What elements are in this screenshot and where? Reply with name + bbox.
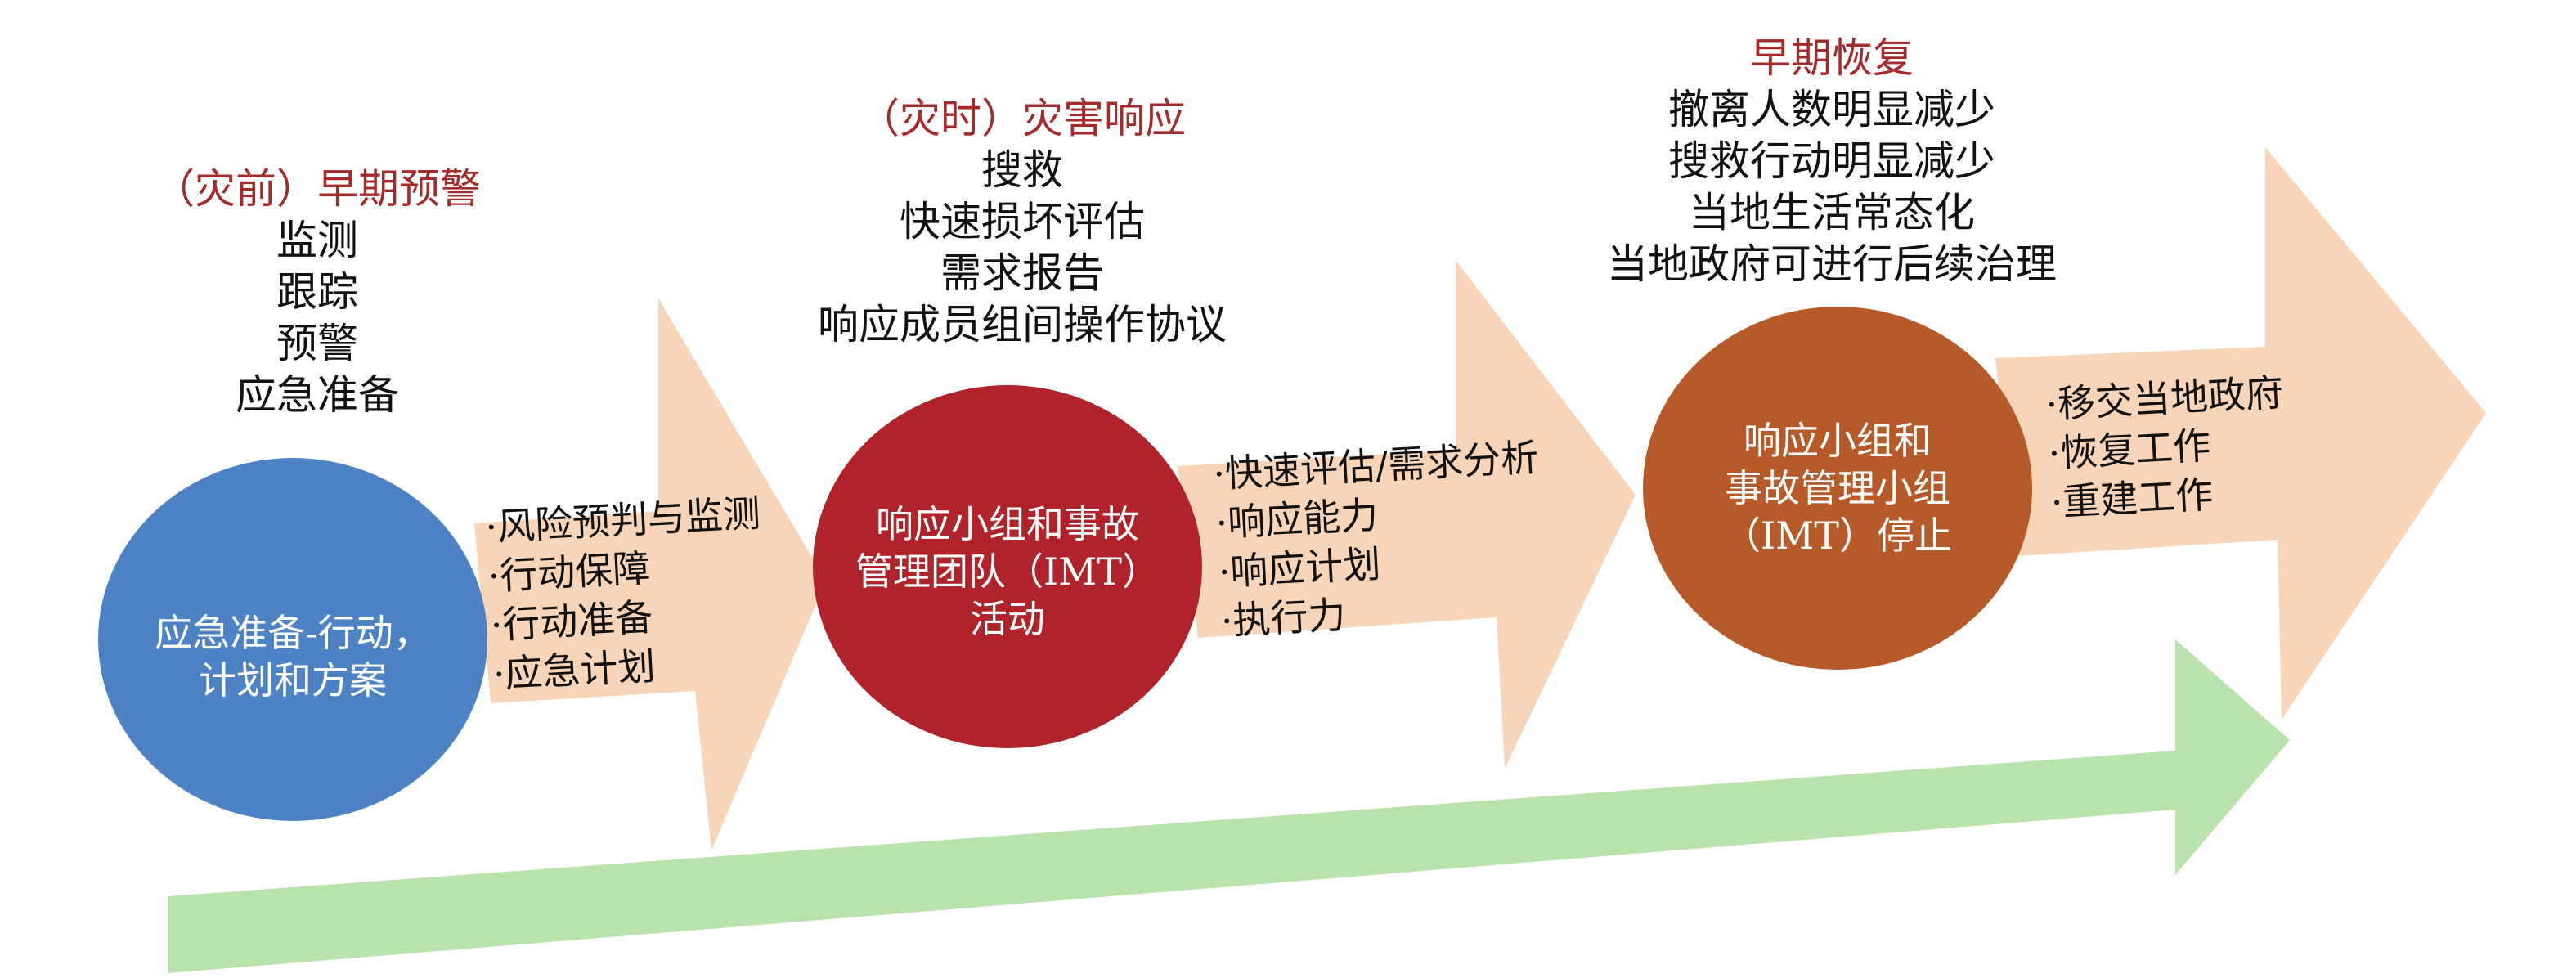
phase-line: 监测	[276, 217, 358, 264]
phase-line: 当地政府可进行后续治理	[1607, 240, 2057, 288]
timeline-arrow	[168, 639, 2290, 973]
circle-label-line: 管理团队（IMT）	[855, 550, 1160, 594]
circle-label-line: 计划和方案	[199, 658, 387, 702]
stage-circle-recovery	[1643, 307, 2032, 670]
circle-label-line: 应急准备-行动，	[155, 611, 431, 655]
circle-label-line: （IMT）停止	[1723, 514, 1952, 558]
phase-line: 撤离人数明显减少	[1668, 86, 1995, 133]
stage-arrow-2	[1178, 260, 1636, 769]
phase-line: 需求报告	[940, 249, 1104, 297]
arrow-bullets-response: ·快速评估/需求分析 ·响应能力 ·响应计划 ·执行力	[1212, 433, 1547, 646]
circle-label-line: 响应小组和事故	[876, 502, 1139, 546]
phase-title: 早期恢复	[1750, 34, 1914, 82]
circle-label-recovery: 响应小组和 事故管理小组 （IMT）停止	[1682, 417, 1993, 559]
phase-line: 搜救	[981, 146, 1063, 194]
stage-circle-response	[813, 385, 1202, 748]
phase-line: 预警	[276, 320, 358, 367]
circle-label-line: 活动	[970, 597, 1045, 641]
stage-arrow-3	[1995, 147, 2486, 720]
phase-line: 快速损坏评估	[900, 198, 1145, 245]
arrow-bullets-recovery: ·移交当地政府 ·恢复工作 ·重建工作	[2044, 368, 2290, 527]
phase-line: 应急准备	[236, 371, 399, 419]
circle-label-response: 响应小组和事故 管理团队（IMT） 活动	[844, 500, 1171, 643]
phase-block-early-recovery: 早期恢复 撤离人数明显减少 搜救行动明显减少 当地生活常态化 当地政府可进行后续…	[1546, 33, 2118, 290]
phase-line: 跟踪	[276, 268, 358, 316]
stage-arrow-1	[474, 298, 826, 850]
phase-line: 搜救行动明显减少	[1668, 137, 1995, 185]
arrow-bullets-prepare: ·风险预判与监测 ·行动保障 ·行动准备 ·应急计划	[484, 488, 770, 698]
phase-block-disaster-response: （灾时）灾害响应 搜救 快速损坏评估 需求报告 响应成员组间操作协议	[785, 93, 1259, 351]
circle-label-prepare: 应急准备-行动， 计划和方案	[129, 609, 456, 704]
phase-title: （灾时）灾害响应	[859, 95, 1186, 142]
stage-circle-prepare	[98, 458, 487, 821]
circle-label-line: 事故管理小组	[1725, 466, 1950, 510]
circle-label-line: 响应小组和	[1744, 419, 1932, 463]
phase-line: 当地生活常态化	[1689, 189, 1975, 236]
phase-title: （灾前）早期预警	[154, 165, 481, 213]
phase-line: 响应成员组间操作协议	[818, 301, 1227, 348]
phase-block-early-warning: （灾前）早期预警 监测 跟踪 预警 应急准备	[154, 164, 481, 421]
